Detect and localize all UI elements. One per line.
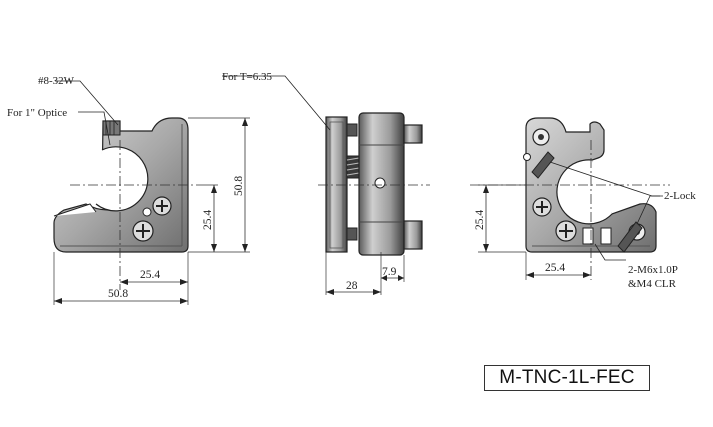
rear-screw-left <box>532 197 552 217</box>
front-view: #8-32W For 1" Optice 50.8 25.4 25.4 50.8 <box>7 75 250 305</box>
front-screw-top <box>152 196 172 216</box>
lock-label: 2-Lock <box>664 190 696 202</box>
rear-view: 2-Lock 2-M6x1.0P &M4 CLR 25.4 25.4 <box>470 117 696 290</box>
rear-screw-bottom <box>555 220 577 242</box>
hole-label-line1: 2-M6x1.0P <box>628 264 678 276</box>
front-dim-width: 50.8 <box>108 288 128 300</box>
side-knob-top <box>403 124 423 144</box>
rear-optic-bore <box>556 159 613 225</box>
thread-label: #8-32W <box>38 75 75 87</box>
side-dim-depth: 28 <box>346 280 358 292</box>
side-knob-bottom <box>403 220 423 250</box>
front-small-hole <box>142 207 152 217</box>
front-dim-height: 50.8 <box>233 176 245 196</box>
front-dim-half-width: 25.4 <box>140 269 160 281</box>
front-screw-bottom <box>132 220 154 242</box>
model-number: M-TNC-1L-FEC <box>484 365 650 391</box>
front-optic-bore <box>95 146 149 212</box>
side-spring <box>346 155 360 179</box>
rear-lock-top <box>523 128 555 179</box>
thickness-label: For T=6.35 <box>222 71 273 83</box>
front-dim-half-height: 25.4 <box>202 210 214 230</box>
side-view: For T=6.35 7.9 28 <box>222 71 430 295</box>
rear-dim-half-width: 25.4 <box>545 262 565 274</box>
side-front-plate <box>325 116 348 253</box>
optic-label: For 1" Optice <box>7 107 67 119</box>
hole-label-line2: &M4 CLR <box>628 278 677 290</box>
rear-dim-half-height: 25.4 <box>474 210 486 230</box>
side-dim-offset: 7.9 <box>382 266 397 278</box>
